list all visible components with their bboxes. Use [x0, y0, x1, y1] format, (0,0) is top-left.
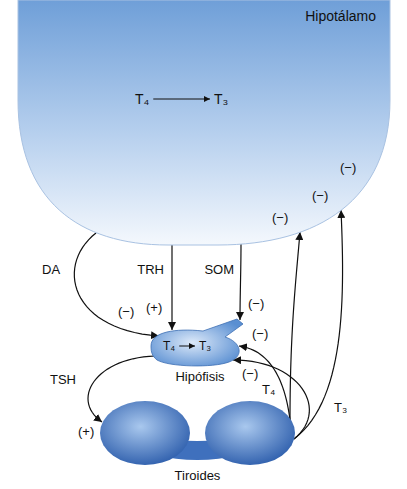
- organ-shape: [18, 0, 390, 245]
- effect-sign: (−): [340, 160, 356, 176]
- conversion-arrow: [153, 99, 210, 100]
- hypothalamus-region: HipotálamoT₄ T₃: [18, 0, 390, 245]
- effect-sign: (−): [242, 366, 258, 382]
- hormone-name: T₄: [163, 338, 175, 354]
- feedback-connector: [74, 233, 159, 336]
- thyroid-gland: Tiroides: [100, 395, 295, 487]
- hormone-label: TRH: [137, 262, 164, 278]
- organ-name: Tiroides: [100, 468, 295, 484]
- effect-sign: (−): [272, 210, 288, 226]
- hormone-label: SOM: [204, 262, 234, 278]
- feedback-connector: [290, 232, 300, 420]
- pituitary-gland: T₄ T₃ Hipófisis: [145, 318, 255, 386]
- hormone-label: TSH: [50, 372, 76, 388]
- effect-sign: (−): [252, 326, 268, 342]
- feedback-connector: [240, 243, 241, 320]
- effect-sign: (+): [78, 424, 94, 440]
- feedback-connector: [171, 245, 172, 330]
- thyroid-lobe: [205, 401, 295, 465]
- thyroid-lobe: [100, 401, 190, 465]
- conversion-arrow: [179, 346, 195, 347]
- hormone-name: T₄: [135, 91, 149, 107]
- hormone-label: T₃: [334, 400, 347, 416]
- organ-name: Hipófisis: [145, 369, 255, 385]
- hormone-label: DA: [42, 262, 60, 278]
- hormone-label: T₄: [262, 382, 275, 398]
- effect-sign: (−): [312, 188, 328, 204]
- hormone-name: T₃: [214, 91, 228, 107]
- effect-sign: (+): [146, 300, 162, 316]
- effect-sign: (−): [248, 296, 264, 312]
- hypothalamus-outline: [18, 0, 390, 245]
- pituitary-outline: [151, 319, 243, 366]
- effect-sign: (−): [118, 304, 134, 320]
- organ-name: Hipotálamo: [305, 8, 376, 24]
- hormone-name: T₃: [199, 338, 211, 354]
